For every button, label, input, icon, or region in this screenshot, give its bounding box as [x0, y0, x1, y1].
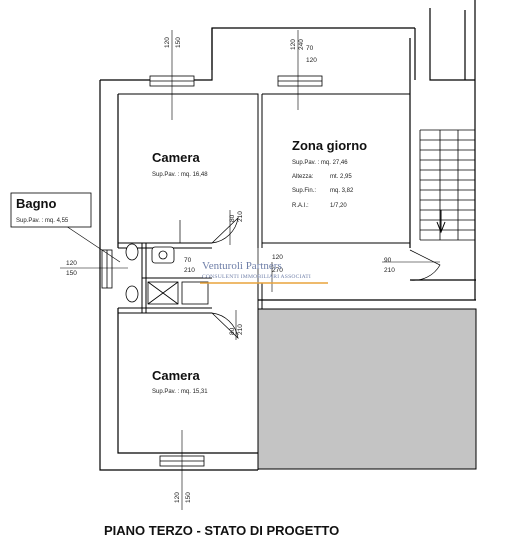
zona-giorno-rai-label: R.A.I.: — [292, 203, 309, 209]
dim-camera-top-door-a: 80 — [229, 214, 236, 222]
dim-bottom-window-b: 150 — [185, 492, 192, 503]
dim-bagno-window-b: 150 — [66, 270, 77, 277]
dim-corridor-opening-a: 120 — [272, 254, 283, 261]
bathroom-fixtures — [125, 243, 209, 305]
zona-giorno-supfin-value: mq. 3,82 — [330, 188, 354, 194]
dim-entrance-door-b: 210 — [384, 267, 395, 274]
dimension-lines — [59, 30, 440, 510]
bagno-title: Bagno — [16, 196, 57, 211]
dim-camera-bottom-door-b: 210 — [237, 324, 244, 335]
door-swings — [179, 217, 441, 339]
dim-bottom-window-a: 120 — [174, 492, 181, 503]
dim-corridor-opening-b: 270 — [272, 267, 283, 274]
zona-giorno-altezza-label: Altezza: — [292, 174, 314, 180]
plan-caption: PIANO TERZO - STATO DI PROGETTO — [104, 523, 339, 538]
zona-giorno-area: Sup.Pav. : mq. 27,46 — [292, 160, 348, 166]
dim-camera-top-door-b: 210 — [237, 211, 244, 222]
stairs — [419, 129, 475, 241]
dim-zona-window-a: 70 — [306, 45, 314, 52]
dim-top-left-window-b: 150 — [175, 37, 182, 48]
bagno-area: Sup.Pav. : mq. 4,55 — [16, 218, 69, 224]
dim-bagno-door-a: 70 — [184, 257, 192, 264]
watermark: Venturoli Partners CONSULENTI IMMOBILIAR… — [200, 260, 328, 284]
zona-giorno-altezza-value: mt. 2,95 — [330, 174, 352, 180]
zona-giorno-title: Zona giorno — [292, 138, 367, 153]
shaded-area — [257, 308, 477, 470]
dim-zona-window-b: 120 — [306, 57, 317, 64]
camera-top-title: Camera — [152, 150, 200, 165]
dim-top-left-window-a: 120 — [164, 37, 171, 48]
dim-entrance-door-a: 90 — [384, 257, 392, 264]
watermark-name: Venturoli Partners — [202, 260, 282, 272]
bagno-label-box — [10, 192, 92, 228]
zona-giorno-rai-value: 1/7,20 — [330, 203, 347, 209]
zona-giorno-supfin-label: Sup.Fin.: — [292, 188, 316, 194]
dim-top-right-window-b: 240 — [298, 39, 305, 50]
dim-bagno-door-b: 210 — [184, 267, 195, 274]
camera-bottom-area: Sup.Pav. : mq. 15,31 — [152, 389, 208, 395]
inner-walls — [118, 93, 410, 470]
camera-top-area: Sup.Pav. : mq. 16,48 — [152, 172, 208, 178]
dim-bagno-window-a: 120 — [66, 260, 77, 267]
dim-camera-bottom-door-a: 80 — [229, 327, 236, 335]
watermark-subtitle: CONSULENTI IMMOBILIARI ASSOCIATI — [202, 274, 311, 280]
camera-bottom-title: Camera — [152, 368, 200, 383]
dim-top-right-window-a: 120 — [290, 39, 297, 50]
